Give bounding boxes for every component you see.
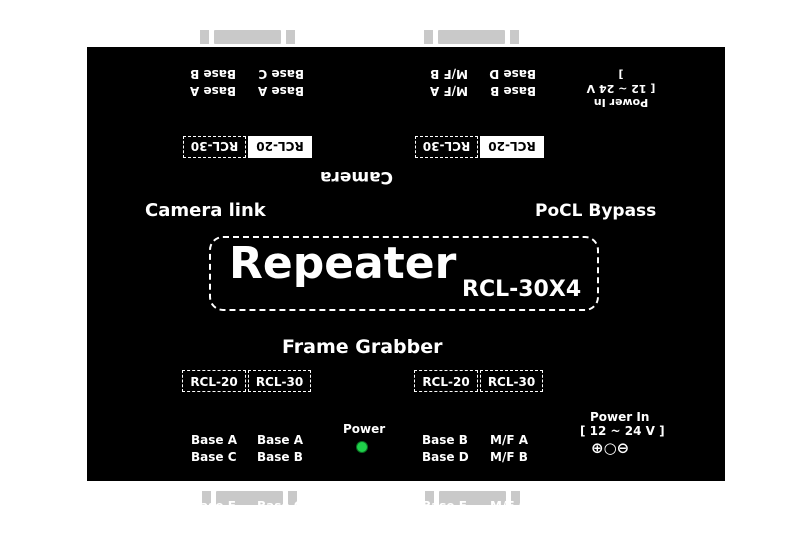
top-right-tab-rcl20: RCL-20 (480, 136, 544, 158)
top-power-in-label: Power In [ 12 ~ 24 V ] (586, 68, 656, 109)
camera-label: Camera (320, 167, 394, 187)
power-led-label: Power (343, 422, 386, 436)
title-repeater: Repeater (229, 238, 457, 289)
bottom-right-tab-rcl30: RCL-30 (480, 370, 543, 392)
model-number: RCL-30X4 (462, 277, 582, 302)
top-left-tab-rcl30: RCL-30 (183, 136, 246, 158)
title-frame (209, 236, 599, 311)
bottom-left-tab-rcl30: RCL-30 (248, 370, 311, 392)
camera-link-label: Camera link (145, 200, 266, 221)
top-left-tab-rcl20: RCL-20 (248, 136, 312, 158)
bottom-right-tab-rcl20: RCL-20 (414, 370, 478, 392)
bottom-left-tab-rcl20: RCL-20 (182, 370, 246, 392)
bottom-left-connector (202, 491, 297, 505)
power-in-range: [ 12 ~ 24 V ] (580, 424, 665, 438)
power-led (356, 441, 368, 453)
top-right-connector (424, 30, 519, 44)
bottom-right-connector (425, 491, 520, 505)
top-left-connector (200, 30, 295, 44)
top-right-tab-rcl30: RCL-30 (415, 136, 478, 158)
power-polarity-icon: ⊕○⊖ (591, 439, 630, 457)
power-in-label: Power In (590, 410, 650, 424)
device-panel (87, 47, 725, 481)
frame-grabber-label: Frame Grabber (282, 336, 443, 358)
pocl-bypass-label: PoCL Bypass (535, 201, 657, 221)
